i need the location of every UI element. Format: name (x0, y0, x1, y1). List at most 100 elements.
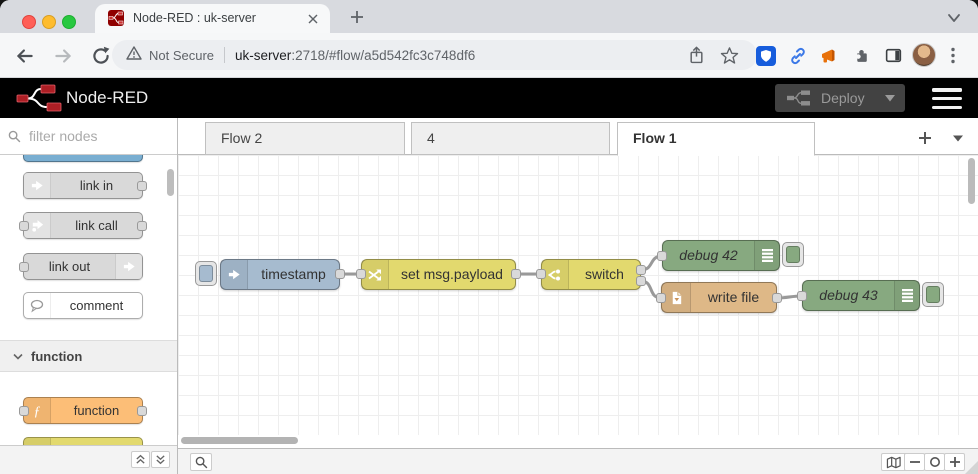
tab-close-icon[interactable] (307, 12, 319, 24)
double-chevron-up-icon (136, 454, 145, 464)
zoom-out-button[interactable] (904, 453, 925, 471)
zoom-in-button[interactable] (944, 453, 965, 471)
link-in-output-port[interactable] (137, 181, 147, 191)
flow-tab-4[interactable]: 4 (411, 122, 610, 155)
canvas-search-button[interactable] (190, 453, 212, 471)
side-panel-icon[interactable] (884, 46, 903, 70)
extensions-puzzle-icon[interactable] (852, 46, 871, 70)
debug-43-toggle-button[interactable] (922, 282, 944, 307)
palette-node-list: link in link call link out (0, 155, 177, 445)
omnibox-divider (224, 47, 226, 63)
inject-node[interactable]: timestamp (220, 259, 340, 290)
debug-43-label: debug 43 (819, 287, 878, 303)
palette-node-function[interactable]: ƒ function (19, 397, 147, 424)
switch-input-port[interactable] (536, 269, 546, 279)
tab-search-chevron-icon[interactable] (946, 11, 962, 25)
switch-output-port-1[interactable] (636, 265, 646, 275)
function-output-port[interactable] (137, 406, 147, 416)
palette-scrollbar-thumb[interactable] (167, 169, 174, 196)
bookmark-star-icon[interactable] (720, 46, 739, 70)
comment-icon (24, 293, 51, 318)
link-out-input-port[interactable] (19, 262, 29, 272)
profile-avatar[interactable] (912, 43, 936, 67)
flow-tab-1-active[interactable]: Flow 1 (617, 122, 815, 156)
change-node[interactable]: set msg.payload (361, 259, 516, 290)
workspace-footer (178, 448, 978, 474)
bitwarden-extension-icon[interactable] (756, 46, 776, 66)
deploy-button[interactable]: Deploy (775, 84, 905, 112)
minimize-window-button[interactable] (42, 15, 56, 29)
reload-button[interactable] (90, 45, 112, 67)
zoom-reset-button[interactable] (924, 453, 945, 471)
collapse-all-button[interactable] (131, 451, 150, 468)
function-input-port[interactable] (19, 406, 29, 416)
resize-grip[interactable] (965, 461, 978, 474)
debug-42-label: debug 42 (679, 247, 738, 263)
link-in-icon (24, 173, 51, 198)
security-label: Not Secure (149, 47, 215, 63)
new-tab-button[interactable] (348, 8, 366, 26)
palette-node-link-out[interactable]: link out (19, 253, 143, 280)
category-function-label: function (31, 348, 83, 364)
node-red-logo (16, 84, 62, 112)
not-secure-warning-icon[interactable] (126, 45, 142, 66)
flow-tab-2[interactable]: Flow 2 (205, 122, 405, 155)
brand-title: Node-RED (66, 88, 149, 107)
flow-tabbar: Flow 2 4 Flow 1 (178, 118, 978, 156)
node-red-header: Node-RED Deploy (0, 78, 978, 118)
share-icon[interactable] (688, 45, 705, 70)
inject-button[interactable] (195, 261, 217, 286)
canvas-vertical-scrollbar-thumb[interactable] (968, 158, 975, 204)
change-node-label: set msg.payload (401, 266, 503, 282)
palette-search[interactable] (0, 118, 177, 155)
deploy-icon (787, 90, 810, 106)
change-input-port[interactable] (356, 269, 366, 279)
back-button[interactable] (14, 45, 36, 67)
address-bar[interactable]: Not Secure uk-server :2718/#flow/a5d542f… (112, 40, 757, 70)
flow-tab-2-label: Flow 2 (221, 130, 263, 146)
change-icon (362, 260, 389, 289)
flow-canvas[interactable]: timestamp set msg.payload s (178, 155, 978, 448)
canvas-horizontal-scrollbar-thumb[interactable] (181, 437, 298, 444)
fullscreen-window-button[interactable] (62, 15, 76, 29)
megaphone-extension-icon[interactable] (820, 46, 840, 71)
palette-node-partial-bottom[interactable] (23, 437, 143, 445)
debug-43-node[interactable]: debug 43 (802, 280, 920, 311)
category-collapse-chevron-icon (13, 353, 23, 360)
write-file-input-port[interactable] (656, 293, 666, 303)
debug-43-input-port[interactable] (797, 291, 807, 301)
browser-toolbar: Not Secure uk-server :2718/#flow/a5d542f… (0, 33, 978, 78)
palette-category-function[interactable]: function (0, 340, 177, 372)
deploy-options-chevron-icon[interactable] (885, 89, 895, 107)
flow-list-button[interactable] (946, 126, 970, 150)
palette-node-partial-top[interactable] (23, 155, 143, 162)
expand-all-button[interactable] (151, 451, 170, 468)
link-out-label: link out (48, 259, 91, 274)
forward-button[interactable] (52, 45, 74, 67)
palette-node-comment[interactable]: comment (23, 292, 143, 319)
inject-output-port[interactable] (335, 269, 345, 279)
debug-42-toggle-button[interactable] (782, 242, 804, 267)
add-flow-button[interactable] (913, 126, 937, 150)
debug-42-node[interactable]: debug 42 (662, 240, 780, 271)
write-file-output-port[interactable] (772, 293, 782, 303)
link-call-input-port[interactable] (19, 221, 29, 231)
comment-label: comment (69, 298, 124, 313)
link-call-output-port[interactable] (137, 221, 147, 231)
debug-lines-icon (754, 241, 779, 270)
main-menu-button[interactable] (932, 88, 962, 109)
browser-menu-icon[interactable] (951, 47, 955, 69)
link-extension-icon[interactable] (788, 46, 808, 71)
close-window-button[interactable] (22, 15, 36, 29)
browser-tab[interactable]: Node-RED : uk-server (95, 4, 330, 33)
filter-nodes-input[interactable] (27, 127, 161, 145)
palette-node-link-in[interactable]: link in (23, 172, 147, 199)
debug-42-input-port[interactable] (657, 251, 667, 261)
write-file-node[interactable]: write file (661, 282, 777, 313)
switch-node[interactable]: switch (541, 259, 641, 290)
switch-output-port-2[interactable] (636, 276, 646, 286)
change-output-port[interactable] (511, 269, 521, 279)
palette-node-link-call[interactable]: link call (19, 212, 147, 239)
chevron-down-icon (953, 135, 963, 141)
search-icon (195, 456, 207, 468)
